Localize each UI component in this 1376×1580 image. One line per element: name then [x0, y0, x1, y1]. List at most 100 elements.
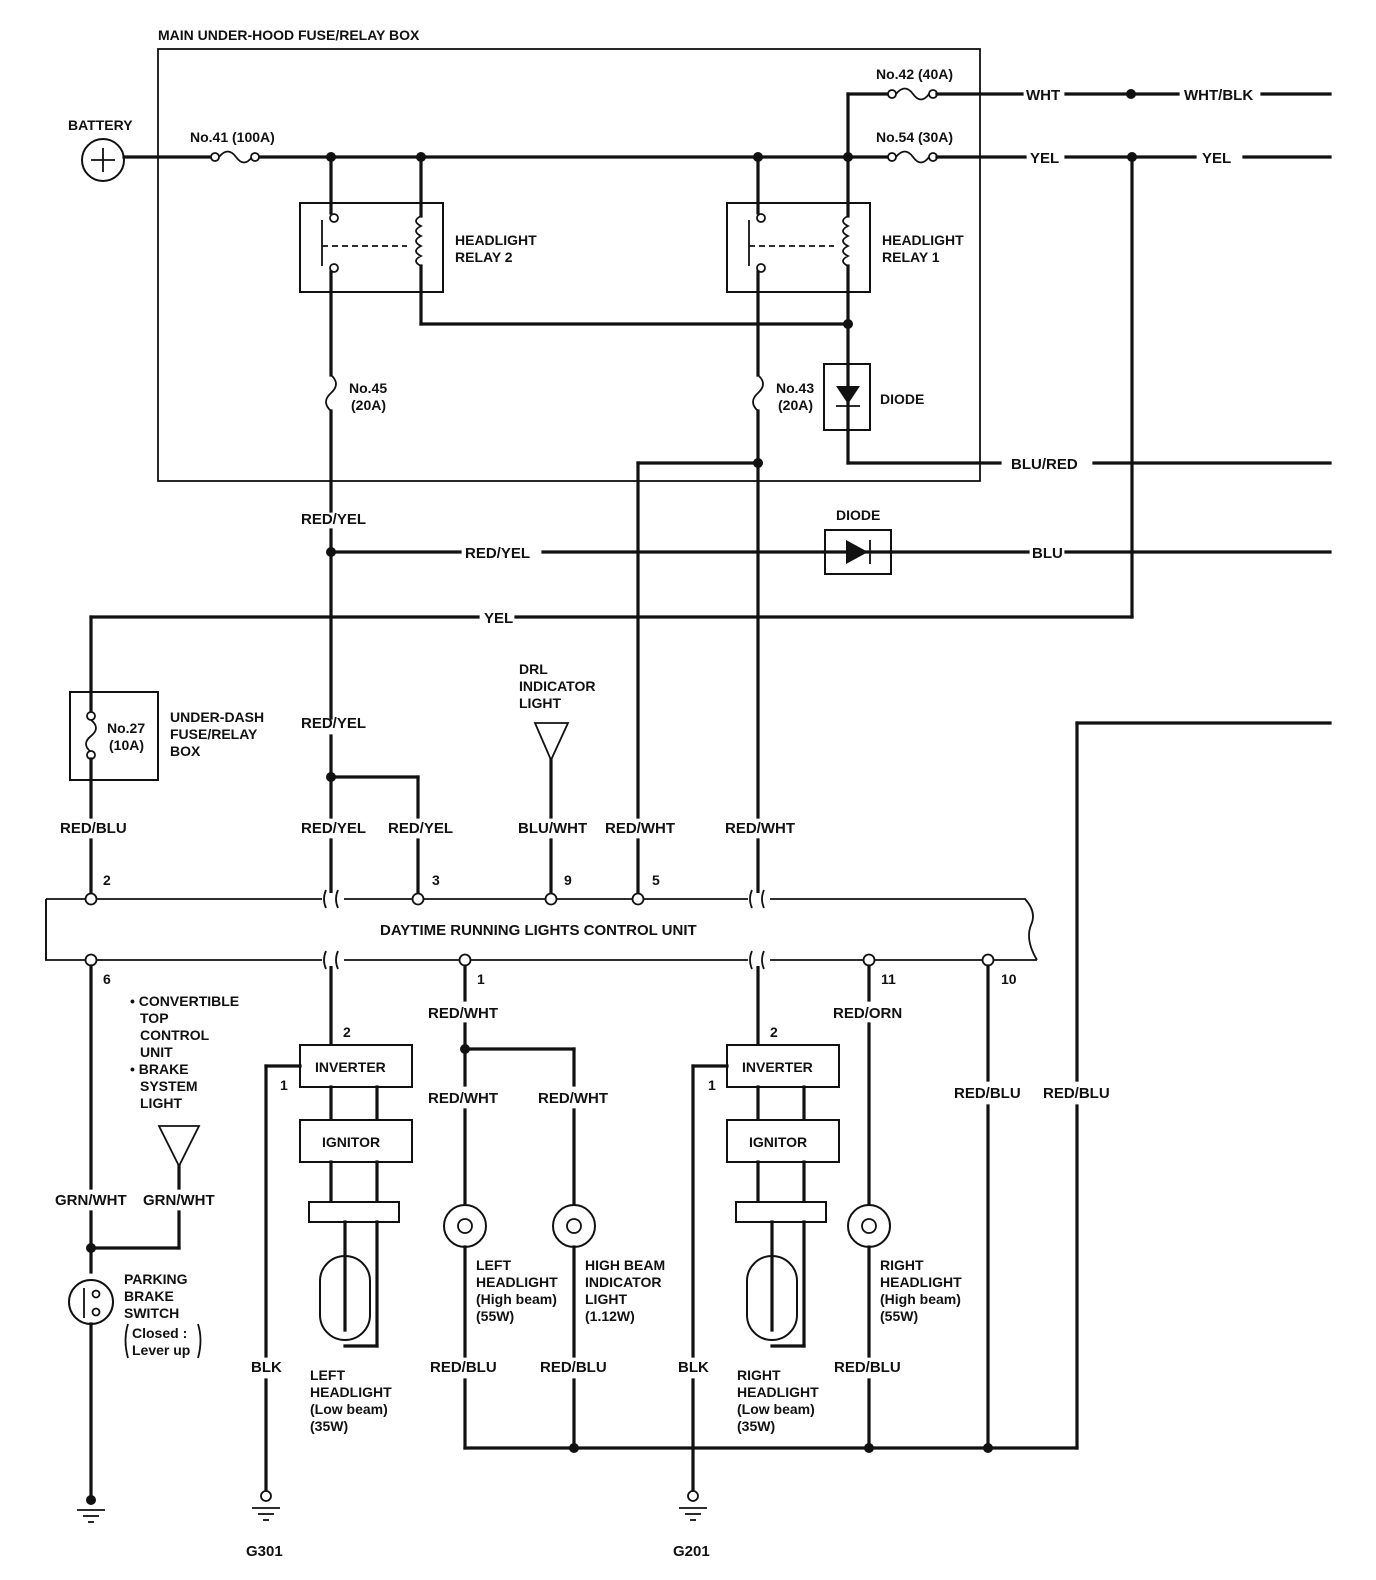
- left-low-l1: LEFT: [310, 1367, 345, 1383]
- hb-ind-l2: INDICATOR: [585, 1274, 661, 1290]
- red-blu-10-label: RED/BLU: [954, 1085, 1021, 1102]
- fuse-54-label: No.54 (30A): [876, 129, 953, 145]
- left-low-beam-lamp: [319, 1220, 379, 1348]
- convertible-l3: CONTROL: [140, 1027, 210, 1043]
- parking-bracket-right: [197, 1323, 202, 1359]
- parking-l4: Closed :: [132, 1325, 187, 1341]
- red-blu-hb-label: RED/BLU: [540, 1359, 607, 1376]
- fuse-43-symbol: [752, 374, 764, 412]
- drl-label-1: DRL: [519, 661, 548, 677]
- parking-l2: BRAKE: [124, 1288, 174, 1304]
- drl-control-unit: [45, 889, 1038, 970]
- inverter-left: [299, 1044, 413, 1088]
- parking-l1: PARKING: [124, 1271, 188, 1287]
- left-high-l1: LEFT: [476, 1257, 511, 1273]
- parking-l3: SWITCH: [124, 1305, 179, 1321]
- hb-ind-l3: LIGHT: [585, 1291, 627, 1307]
- fuse-41-symbol: [210, 150, 260, 164]
- parking-l5: Lever up: [132, 1342, 190, 1358]
- pin-3: [411, 892, 425, 906]
- convertible-l4: UNIT: [140, 1044, 173, 1060]
- relay1-contact-a: [756, 213, 766, 223]
- blu-red-wire-label: BLU/RED: [1011, 456, 1078, 473]
- external-diode-label: DIODE: [836, 507, 880, 523]
- drl-indicator-symbol: [533, 722, 570, 763]
- left-high-beam-lamp: [443, 1204, 487, 1248]
- return-junction-3: [983, 1443, 993, 1453]
- right-low-l1: RIGHT: [737, 1367, 781, 1383]
- pin-2: [84, 892, 98, 906]
- convertible-l1: • CONVERTIBLE: [130, 993, 239, 1009]
- inverter-left-pin2: 2: [343, 1024, 351, 1040]
- red-wht-b-label: RED/WHT: [725, 820, 795, 837]
- inverter-right-pin2: 2: [770, 1024, 778, 1040]
- right-high-l2: HEADLIGHT: [880, 1274, 962, 1290]
- blk-right-label: BLK: [678, 1359, 709, 1376]
- left-low-l2: HEADLIGHT: [310, 1384, 392, 1400]
- red-blu-rh-label: RED/BLU: [834, 1359, 901, 1376]
- grn-wht-b-label: GRN/WHT: [143, 1192, 215, 1209]
- ignitor-left-label: IGNITOR: [322, 1134, 380, 1150]
- pin-6: [84, 953, 98, 967]
- red-yel-b-label: RED/YEL: [388, 820, 453, 837]
- pin-5-label: 5: [652, 872, 660, 888]
- right-high-l3: (High beam): [880, 1291, 961, 1307]
- fuse-41-label: No.41 (100A): [190, 129, 275, 145]
- pin-3-label: 3: [432, 872, 440, 888]
- right-high-l1: RIGHT: [880, 1257, 924, 1273]
- left-high-l4: (55W): [476, 1308, 514, 1324]
- fuse-45-rating: (20A): [351, 397, 386, 413]
- hb-ind-l4: (1.12W): [585, 1308, 635, 1324]
- yel-wire-label-1: YEL: [1030, 150, 1059, 167]
- g301-label: G301: [246, 1543, 283, 1560]
- blk-left-label: BLK: [251, 1359, 282, 1376]
- relay1-label-1: HEADLIGHT: [882, 232, 964, 248]
- fuse-45-symbol: [325, 374, 337, 412]
- wht-wire-label: WHT: [1026, 87, 1060, 104]
- external-diode-symbol: [846, 540, 868, 564]
- red-blu-lh-label: RED/BLU: [430, 1359, 497, 1376]
- return-junction-1: [569, 1443, 579, 1453]
- pin-9-label: 9: [564, 872, 572, 888]
- pin-5: [631, 892, 645, 906]
- ignitor-right: [726, 1119, 840, 1163]
- fuse-27-term-a: [86, 711, 96, 721]
- convertible-l2: TOP: [140, 1010, 169, 1026]
- ignitor-right-label: IGNITOR: [749, 1134, 807, 1150]
- pin-11: [862, 953, 876, 967]
- hb-ind-l1: HIGH BEAM: [585, 1257, 665, 1273]
- fuse-27-rating: (10A): [109, 737, 144, 753]
- main-box-title: MAIN UNDER-HOOD FUSE/RELAY BOX: [158, 27, 420, 43]
- wht-blk-wire-label: WHT/BLK: [1184, 87, 1253, 104]
- relay2-contact-a: [329, 213, 339, 223]
- red-wht-1-label: RED/WHT: [428, 1005, 498, 1022]
- pin-10-label: 10: [1001, 971, 1017, 987]
- battery-label: BATTERY: [68, 117, 133, 133]
- drl-label-3: LIGHT: [519, 695, 561, 711]
- relay2-label-2: RELAY 2: [455, 249, 513, 265]
- convertible-l5: • BRAKE: [130, 1061, 189, 1077]
- parking-brake-switch: [68, 1279, 114, 1325]
- right-low-l3: (Low beam): [737, 1401, 815, 1417]
- relay2-coil: [415, 215, 424, 267]
- right-low-l2: HEADLIGHT: [737, 1384, 819, 1400]
- right-low-beam-lamp: [746, 1220, 806, 1348]
- red-yel-top-label: RED/YEL: [301, 511, 366, 528]
- red-blu-27-label: RED/BLU: [60, 820, 127, 837]
- high-beam-indicator-lamp: [552, 1204, 596, 1248]
- inverter-right-pin1: 1: [708, 1077, 716, 1093]
- right-high-l4: (55W): [880, 1308, 918, 1324]
- blu-wire-label: BLU: [1032, 545, 1063, 562]
- lamp-base-left: [308, 1201, 400, 1223]
- convertible-l6: SYSTEM: [140, 1078, 198, 1094]
- red-blu-right-label: RED/BLU: [1043, 1085, 1110, 1102]
- internal-diode-symbol: [836, 386, 860, 404]
- pin-9: [544, 892, 558, 906]
- fuse-45-num: No.45: [349, 380, 387, 396]
- coil-link-junction: [843, 319, 853, 329]
- grn-wht-junction: [86, 1243, 96, 1253]
- drl-label-2: INDICATOR: [519, 678, 595, 694]
- under-dash-label-2: FUSE/RELAY: [170, 726, 258, 742]
- ignitor-left: [299, 1119, 413, 1163]
